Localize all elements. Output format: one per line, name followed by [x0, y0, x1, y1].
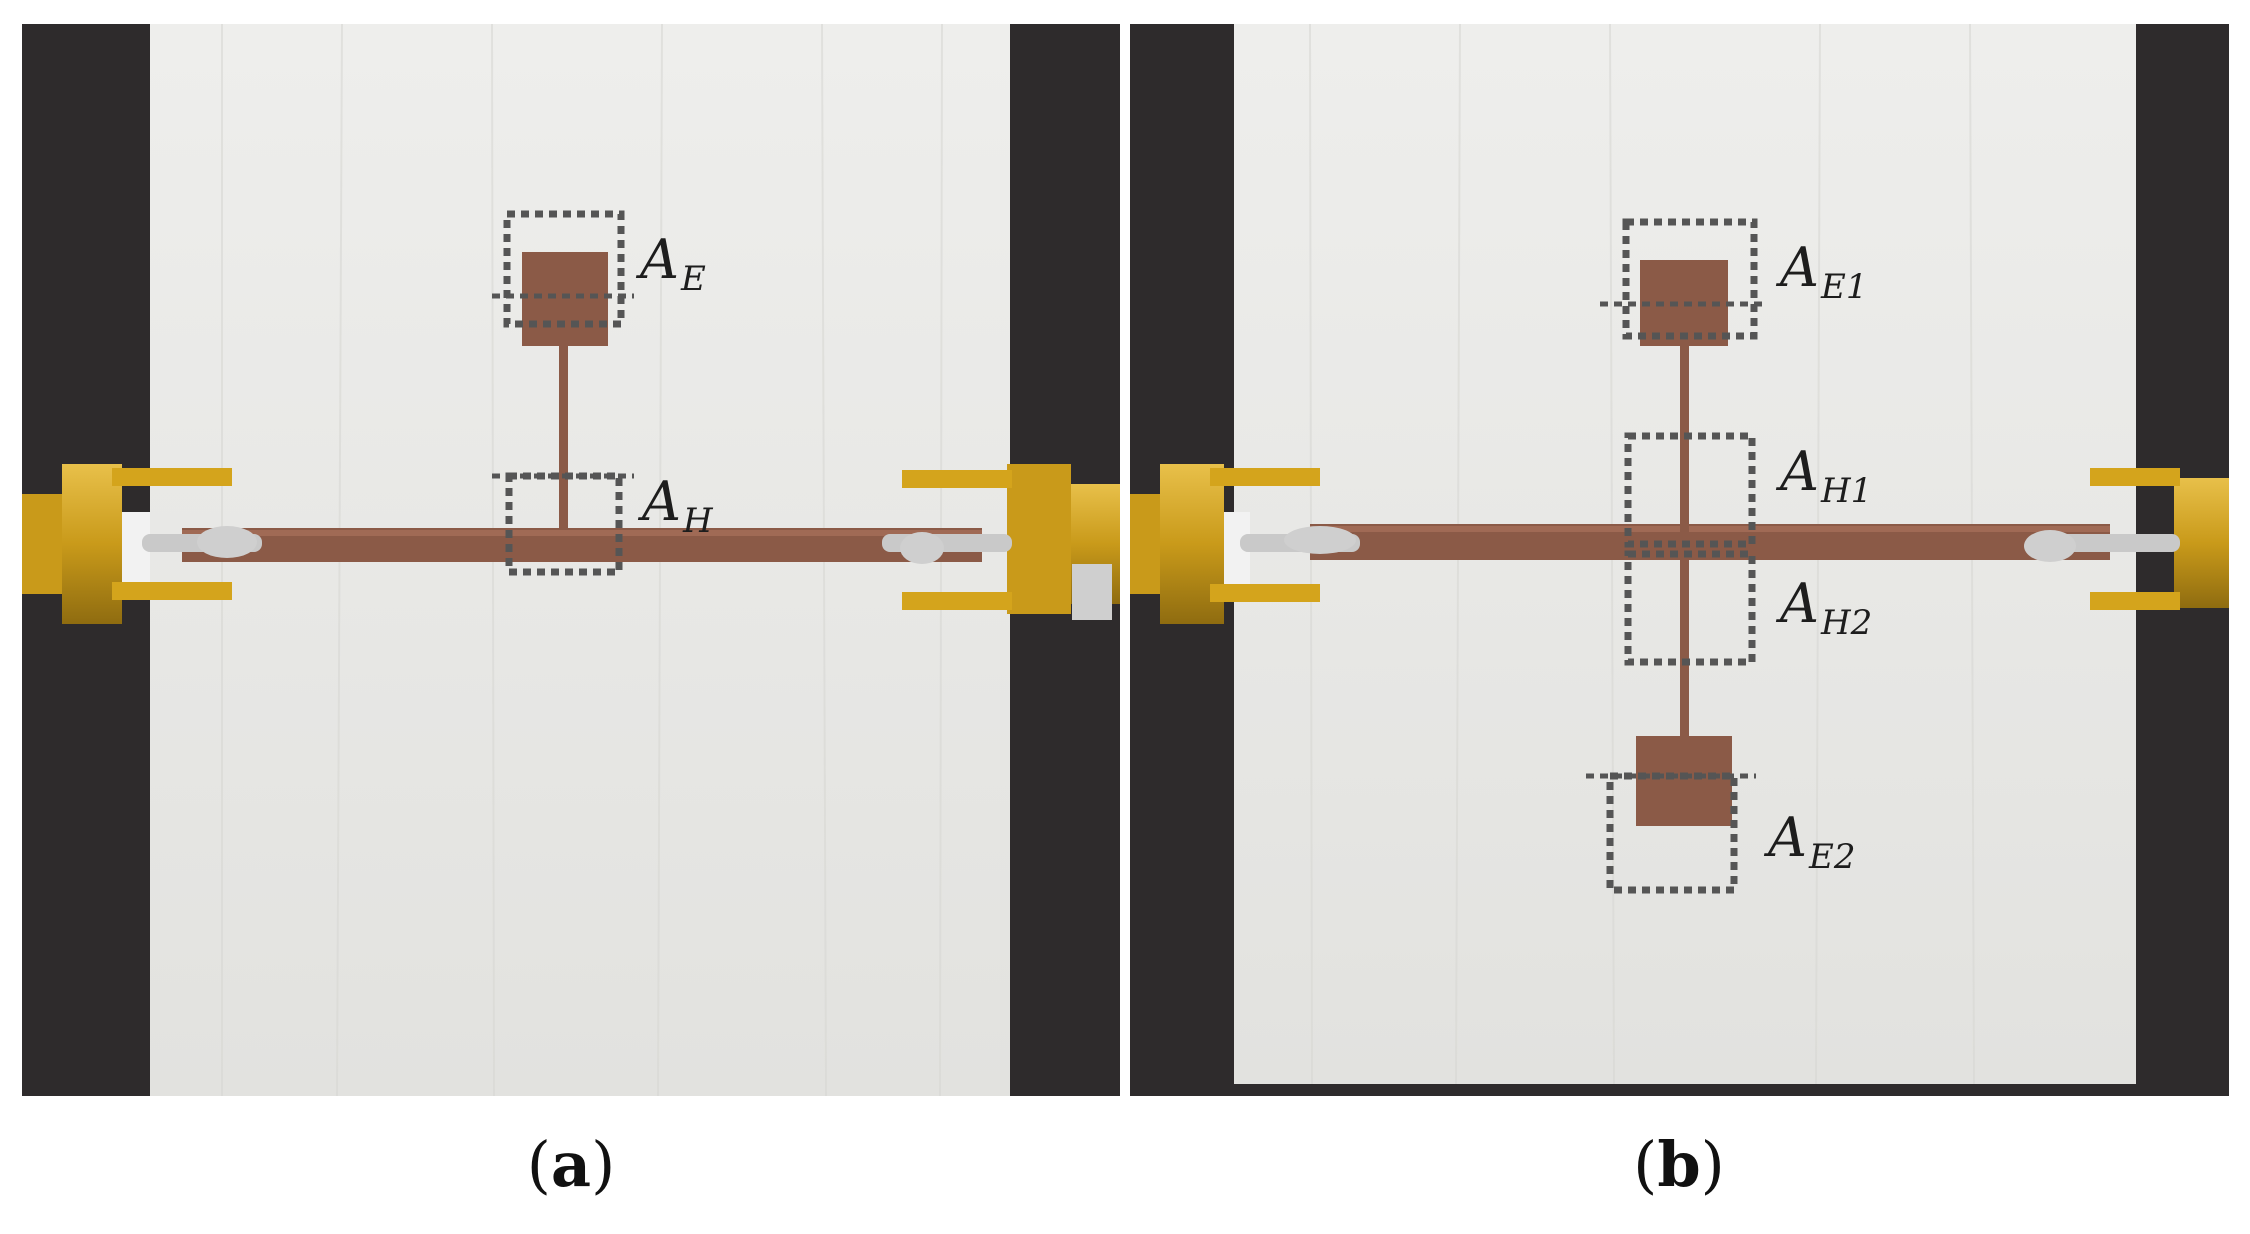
annotation-ae1: AE1	[1780, 236, 1868, 307]
sma-connector-left	[22, 464, 262, 624]
dotted-region-box-ah1	[1624, 432, 1756, 548]
sma-connector-right	[2024, 468, 2229, 610]
dotted-region-box-ah	[505, 472, 623, 576]
pcb-photo-a	[22, 24, 1120, 1096]
annotation-ah1: AH1	[1780, 440, 1873, 511]
annotation-ah2: AH2	[1780, 572, 1873, 643]
caption-b: (b)	[1633, 1128, 1725, 1201]
dotted-region-box-ae1	[1622, 218, 1758, 340]
solder-joint	[197, 526, 257, 558]
annotation-ae: AE	[640, 228, 706, 299]
solder-joint	[900, 532, 944, 564]
annotation-ae2: AE2	[1768, 806, 1856, 877]
photo-panel-b	[1130, 24, 2229, 1096]
copper-pad-bottom	[1636, 736, 1732, 826]
copper-pad	[522, 252, 608, 346]
pcb-photo-b	[1130, 24, 2229, 1085]
stub-line	[559, 344, 568, 530]
solder-joint	[2024, 530, 2076, 562]
sma-connector-right	[882, 464, 1120, 620]
solder-joint	[1284, 526, 1356, 554]
dotted-region-box-ah2	[1624, 550, 1756, 666]
dotted-region-box-ae	[503, 210, 625, 328]
caption-a: (a)	[526, 1128, 616, 1201]
photo-panel-a	[22, 24, 1120, 1096]
sma-connector-left	[1130, 464, 1360, 624]
annotation-ah: AH	[642, 470, 713, 541]
